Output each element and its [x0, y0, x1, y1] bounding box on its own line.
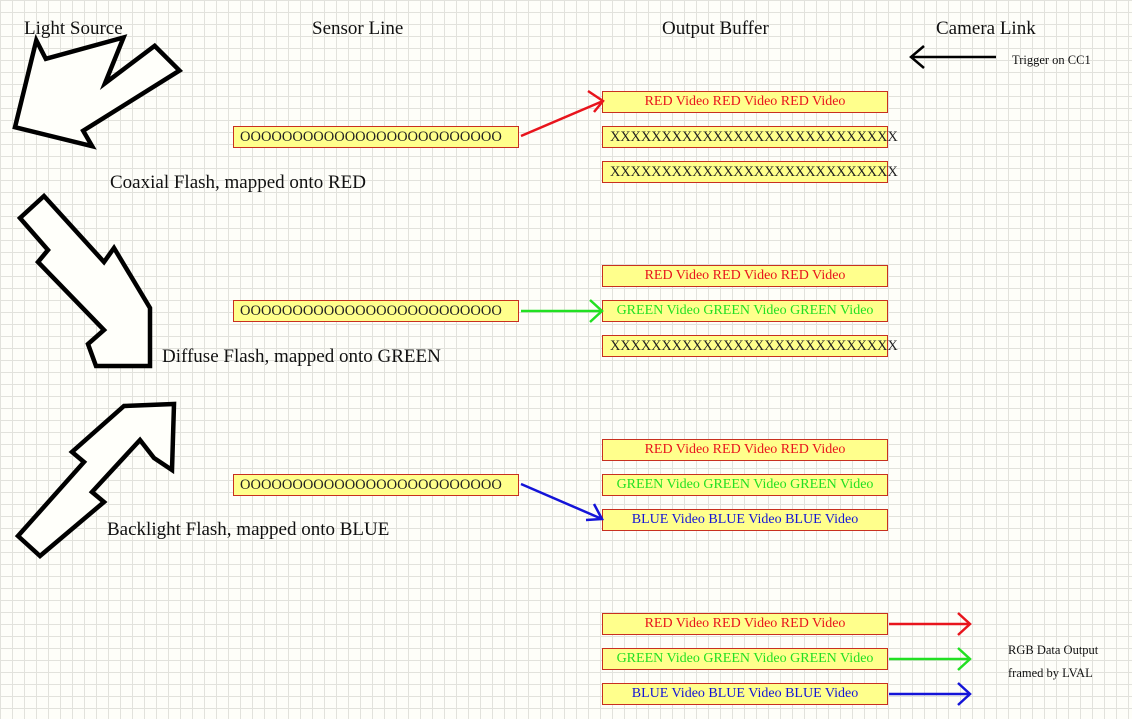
buffer2-empty-row: XXXXXXXXXXXXXXXXXXXXXXXXXXXX: [602, 335, 898, 357]
header-light-source: Light Source: [24, 18, 123, 39]
header-output-buffer: Output Buffer: [662, 18, 769, 39]
sensor-line-3: OOOOOOOOOOOOOOOOOOOOOOOOO: [233, 474, 519, 496]
flash-label-backlight: Backlight Flash, mapped onto BLUE: [107, 519, 390, 540]
buffer1-red-row: RED Video RED Video RED Video: [602, 91, 888, 113]
output-blue-arrow: [889, 682, 972, 706]
sensor-line-2: OOOOOOOOOOOOOOOOOOOOOOOOO: [233, 300, 519, 322]
trigger-arrow: [909, 45, 996, 69]
lightning-bolt-backlight-icon: [14, 401, 177, 559]
sensor-line-1: OOOOOOOOOOOOOOOOOOOOOOOOO: [233, 126, 519, 148]
blue-arrow: [520, 482, 605, 522]
flash-label-diffuse: Diffuse Flash, mapped onto GREEN: [162, 346, 441, 367]
buffer2-green-row: GREEN Video GREEN Video GREEN Video: [602, 300, 888, 322]
trigger-label: Trigger on CC1: [1012, 53, 1091, 67]
output-green-arrow: [889, 647, 972, 671]
header-sensor-line: Sensor Line: [312, 18, 404, 39]
buffer3-red-row: RED Video RED Video RED Video: [602, 439, 888, 461]
output-label-line1: RGB Data Output: [1008, 643, 1099, 657]
flash-label-coaxial: Coaxial Flash, mapped onto RED: [110, 172, 366, 193]
lightning-bolt-diffuse-icon: [16, 192, 153, 369]
output-red-arrow: [889, 612, 972, 636]
red-arrow: [520, 89, 605, 138]
buffer1-empty-row: XXXXXXXXXXXXXXXXXXXXXXXXXXXX: [602, 126, 898, 148]
buffer3-green-row: GREEN Video GREEN Video GREEN Video: [602, 474, 888, 496]
output-green-row: GREEN Video GREEN Video GREEN Video: [602, 648, 888, 670]
green-arrow: [521, 299, 604, 323]
buffer1-empty-row: XXXXXXXXXXXXXXXXXXXXXXXXXXXX: [602, 161, 898, 183]
buffer3-blue-row: BLUE Video BLUE Video BLUE Video: [602, 509, 888, 531]
header-camera-link: Camera Link: [936, 18, 1036, 39]
output-red-row: RED Video RED Video RED Video: [602, 613, 888, 635]
output-blue-row: BLUE Video BLUE Video BLUE Video: [602, 683, 888, 705]
lightning-bolt-coaxial-icon: [12, 33, 184, 150]
output-label-line2: framed by LVAL: [1008, 666, 1093, 680]
buffer2-red-row: RED Video RED Video RED Video: [602, 265, 888, 287]
